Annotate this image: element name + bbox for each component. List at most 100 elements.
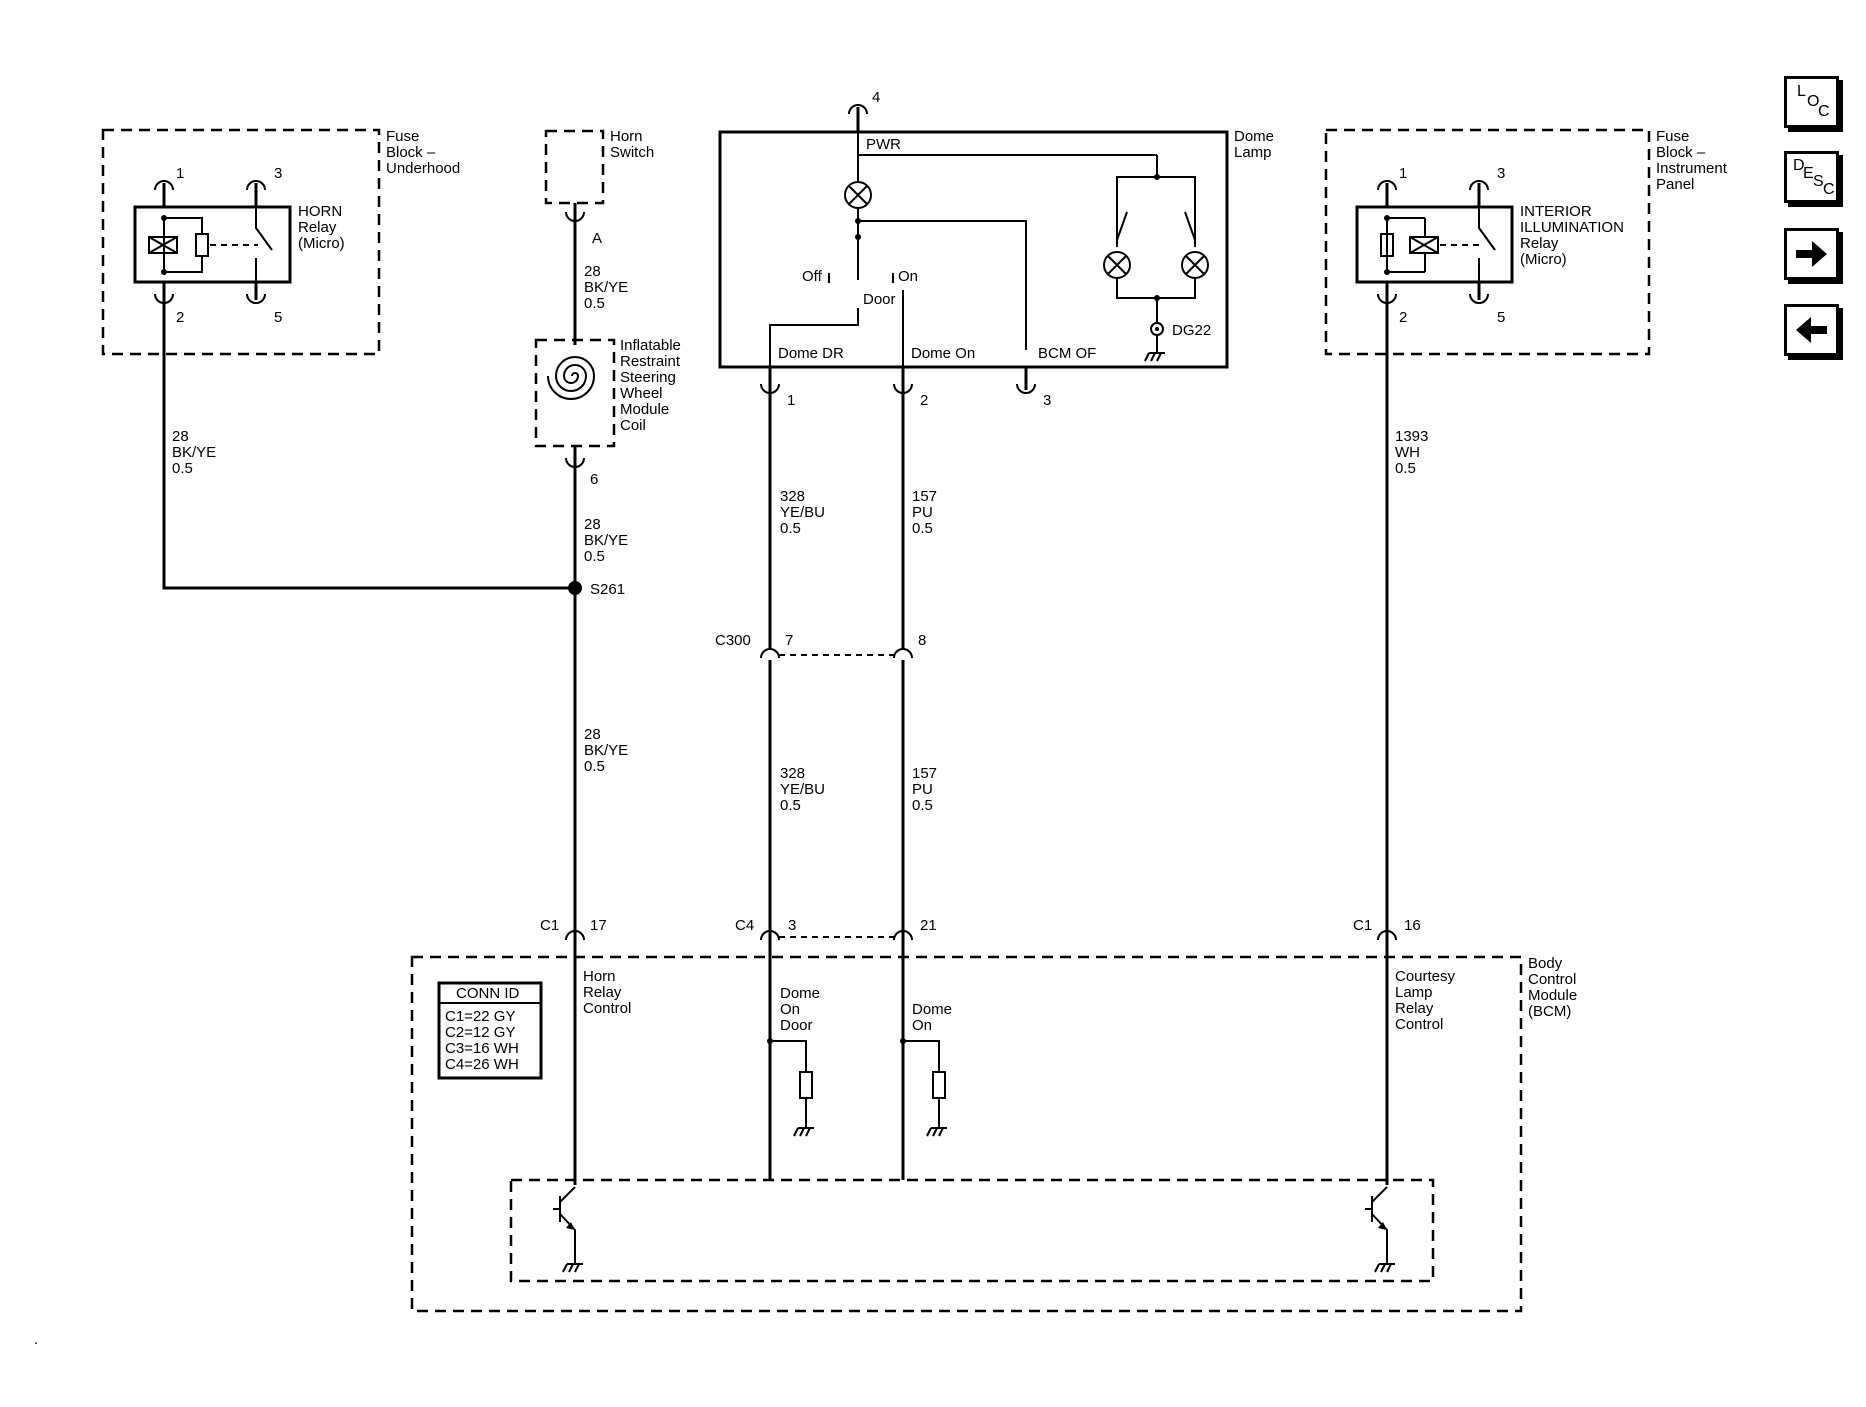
arrow-right-icon (1796, 241, 1827, 267)
svg-text:S261: S261 (590, 581, 625, 598)
body-control-module: Body Control Module (BCM) Horn Relay Con… (410, 955, 1577, 1313)
fuse-block-underhood-title-1: Fuse (386, 128, 419, 145)
splice-s261: S261 (568, 581, 625, 598)
svg-text:28: 28 (584, 516, 601, 533)
horn-relay-name-1: HORN (298, 203, 342, 220)
conn-id-row: C4=26 WH (445, 1056, 519, 1073)
dome-lamp-pin-3: 3 (1043, 392, 1051, 409)
svg-text:On: On (912, 1017, 932, 1034)
bcm-title-3: Module (1528, 987, 1577, 1004)
svg-text:On: On (780, 1001, 800, 1018)
svg-text:21: 21 (920, 917, 937, 934)
dome-lamp: Dome Lamp 4 PWR Off On Door (718, 89, 1274, 409)
horn-relay: 1 3 2 5 HORN Relay (Micro) (133, 165, 345, 326)
wire-horn-bcm-label: 28 BK/YE 0.5 (584, 726, 628, 775)
horn-relay-pin-3: 3 (274, 165, 282, 182)
svg-text:Relay: Relay (1395, 1000, 1434, 1017)
svg-text:BK/YE: BK/YE (172, 444, 216, 461)
svg-text:WH: WH (1395, 444, 1420, 461)
horn-switch-name-2: Switch (610, 144, 654, 161)
dome-switch-off: Off (802, 268, 823, 285)
svg-text:PU: PU (912, 504, 933, 521)
svg-text:157: 157 (912, 765, 937, 782)
svg-text:Courtesy: Courtesy (1395, 968, 1456, 985)
dome-lamp-title-2: Lamp (1234, 144, 1272, 161)
bcm-title-4: (BCM) (1528, 1003, 1571, 1020)
coil-label-2: Restraint (620, 353, 681, 370)
next-button[interactable] (1784, 228, 1839, 280)
conn-id-title: CONN ID (456, 985, 520, 1002)
coil-label-4: Wheel (620, 385, 663, 402)
fuse-block-underhood-title-3: Underhood (386, 160, 460, 177)
dome-lamp-pin-1: 1 (787, 392, 795, 409)
dome-term-bcm-of: BCM OF (1038, 345, 1096, 362)
dome-term-dome-on: Dome On (911, 345, 975, 362)
svg-text:8: 8 (918, 632, 926, 649)
wire-1393-label: 1393 WH 0.5 (1395, 428, 1428, 477)
fuse-block-underhood-title-2: Block – (386, 144, 436, 161)
svg-text:328: 328 (780, 488, 805, 505)
fuse-block-instrument-panel: Fuse Block – Instrument Panel (1324, 128, 1728, 356)
conn-id-table: CONN ID C1=22 GY C2=12 GY C3=16 WH C4=26… (437, 981, 543, 1080)
desc-icon: D E S C (1793, 157, 1835, 198)
wire-coil-out-label: 28 BK/YE 0.5 (584, 516, 628, 565)
loc-icon: L O C (1797, 83, 1830, 120)
wire-horn-relay-label: 28 BK/YE 0.5 (172, 428, 216, 477)
wire-157-lower-label: 157 PU 0.5 (912, 765, 937, 814)
fuse-block-ip-title-4: Panel (1656, 176, 1694, 193)
svg-text:YE/BU: YE/BU (780, 781, 825, 798)
conn-id-row: C3=16 WH (445, 1040, 519, 1057)
svg-text:0.5: 0.5 (780, 520, 801, 537)
loc-button[interactable]: L O C (1784, 76, 1839, 128)
dome-lamp-pwr-pin: 4 (872, 89, 880, 106)
svg-text:328: 328 (780, 765, 805, 782)
dome-lamp-title-1: Dome (1234, 128, 1274, 145)
steering-wheel-coil: Inflatable Restraint Steering Wheel Modu… (534, 337, 681, 488)
svg-text:BK/YE: BK/YE (584, 279, 628, 296)
interior-relay-name-1: INTERIOR (1520, 203, 1592, 220)
svg-text:Horn: Horn (583, 968, 616, 985)
dome-term-dome-dr: Dome DR (778, 345, 844, 362)
svg-text:17: 17 (590, 917, 607, 934)
svg-text:16: 16 (1404, 917, 1421, 934)
bcm-title-1: Body (1528, 955, 1563, 972)
svg-text:0.5: 0.5 (172, 460, 193, 477)
fuse-block-underhood: Fuse Block – Underhood (101, 128, 460, 356)
horn-switch: Horn Switch A (544, 128, 654, 247)
svg-text:28: 28 (584, 263, 601, 280)
interior-relay-name-2: ILLUMINATION (1520, 219, 1624, 236)
svg-text:Door: Door (780, 1017, 813, 1034)
coil-label-3: Steering (620, 369, 676, 386)
svg-text:157: 157 (912, 488, 937, 505)
wire-328-upper-label: 328 YE/BU 0.5 (780, 488, 825, 537)
coil-label-5: Module (620, 401, 669, 418)
dome-lamp-pin-2: 2 (920, 392, 928, 409)
conn-id-row: C2=12 GY (445, 1024, 515, 1041)
dome-switch-on: On (898, 268, 918, 285)
svg-text:0.5: 0.5 (912, 797, 933, 814)
fuse-block-ip-title-3: Instrument (1656, 160, 1728, 177)
interior-relay-pin-3: 3 (1497, 165, 1505, 182)
wire-157-upper-label: 157 PU 0.5 (912, 488, 937, 537)
desc-button[interactable]: D E S C (1784, 151, 1839, 203)
interior-relay-name-4: (Micro) (1520, 251, 1567, 268)
svg-text:1393: 1393 (1395, 428, 1428, 445)
dome-lamp-pwr-label: PWR (866, 136, 901, 153)
svg-text:28: 28 (584, 726, 601, 743)
horn-relay-name-2: Relay (298, 219, 337, 236)
svg-text:7: 7 (785, 632, 793, 649)
svg-text:3: 3 (788, 917, 796, 934)
svg-text:28: 28 (172, 428, 189, 445)
svg-text:Control: Control (583, 1000, 631, 1017)
fuse-block-ip-title-2: Block – (1656, 144, 1706, 161)
wire-horn-switch-label: 28 BK/YE 0.5 (584, 263, 628, 312)
arrow-left-icon (1796, 317, 1827, 343)
prev-button[interactable] (1784, 304, 1839, 356)
dome-switch-door: Door (863, 291, 896, 308)
svg-text:0.5: 0.5 (780, 797, 801, 814)
bcm-title-2: Control (1528, 971, 1576, 988)
svg-text:Dome: Dome (780, 985, 820, 1002)
interior-relay-pin-2: 2 (1399, 309, 1407, 326)
svg-text:Control: Control (1395, 1016, 1443, 1033)
